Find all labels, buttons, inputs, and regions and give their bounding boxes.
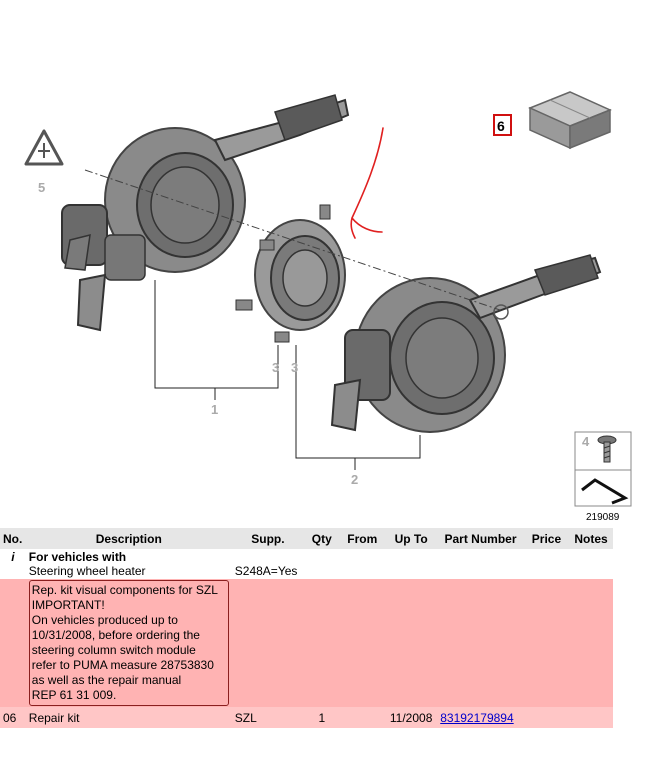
table-row-note: Rep. kit visual components for SZL IMPOR… <box>0 579 613 707</box>
steering-column-switch-module-left <box>61 94 350 332</box>
note-line: Rep. kit visual components for SZL <box>31 583 218 597</box>
repair-kit-box <box>528 91 612 150</box>
info-supp-value: S248A=Yes <box>234 564 298 578</box>
screw-icon <box>597 435 617 463</box>
part-notes <box>569 707 613 728</box>
callout-2[interactable]: 2 <box>351 472 358 487</box>
note-line: 10/31/2008, before ordering the <box>31 628 200 642</box>
info-description: For vehicles with Steering wheel heater <box>25 549 232 579</box>
info-supp: S248A=Yes <box>231 549 305 579</box>
header-description: Description <box>25 528 232 549</box>
parts-table: No. Description Supp. Qty From Up To Par… <box>0 528 613 728</box>
part-no: 06 <box>0 707 26 728</box>
part-qty: 1 <box>304 707 340 728</box>
clock-spring-middle <box>235 204 346 343</box>
note-line: IMPORTANT! <box>31 598 105 612</box>
esd-warning-icon <box>24 129 64 166</box>
header-from: From <box>339 528 386 549</box>
part-description: Repair kit <box>25 707 232 728</box>
callout-5[interactable]: 5 <box>38 180 45 195</box>
table-row-part[interactable]: 06 Repair kit SZL 1 11/2008 83192179894 <box>0 707 613 728</box>
red-annotation-arrow <box>350 127 384 239</box>
header-supp: Supp. <box>231 528 305 549</box>
note-line: steering column switch module <box>31 643 196 657</box>
callout-1[interactable]: 1 <box>211 402 218 417</box>
header-upto: Up To <box>385 528 438 549</box>
arrow-symbol-icon <box>581 478 629 505</box>
header-price: Price <box>523 528 570 549</box>
part-upto: 11/2008 <box>385 707 438 728</box>
header-qty: Qty <box>304 528 340 549</box>
note-cell: Rep. kit visual components for SZL IMPOR… <box>25 579 232 707</box>
figure-id: 219089 <box>586 512 620 523</box>
part-from <box>339 707 386 728</box>
part-number-link-text[interactable]: 83192179894 <box>440 710 514 725</box>
info-title: For vehicles with <box>28 550 127 564</box>
info-subtitle: Steering wheel heater <box>28 564 146 578</box>
parts-diagram: 5 <box>24 91 632 523</box>
header-notes: Notes <box>569 528 613 549</box>
header-partnumber: Part Number <box>437 528 524 549</box>
note-line: as well as the repair manual <box>31 673 182 687</box>
part-number-link[interactable]: 83192179894 <box>437 707 524 728</box>
part-price <box>523 707 570 728</box>
header-no: No. <box>0 528 26 549</box>
callout-4[interactable]: 4 <box>582 434 590 449</box>
callout-6[interactable]: 6 <box>497 118 505 134</box>
important-note-box: Rep. kit visual components for SZL IMPOR… <box>28 580 229 706</box>
table-header-row: No. Description Supp. Qty From Up To Par… <box>0 528 613 549</box>
table-row-info: i For vehicles with Steering wheel heate… <box>0 549 613 579</box>
note-line: REP 61 31 009. <box>31 688 117 702</box>
steering-column-switch-module-right <box>330 254 602 433</box>
note-line: On vehicles produced up to <box>31 613 178 627</box>
callout-3a[interactable]: 3 <box>272 360 279 375</box>
note-line: refer to PUMA measure 28753830 <box>31 658 214 672</box>
part-supp: SZL <box>231 707 305 728</box>
callout-3b[interactable]: 3 <box>291 360 298 375</box>
info-icon: i <box>0 549 26 579</box>
